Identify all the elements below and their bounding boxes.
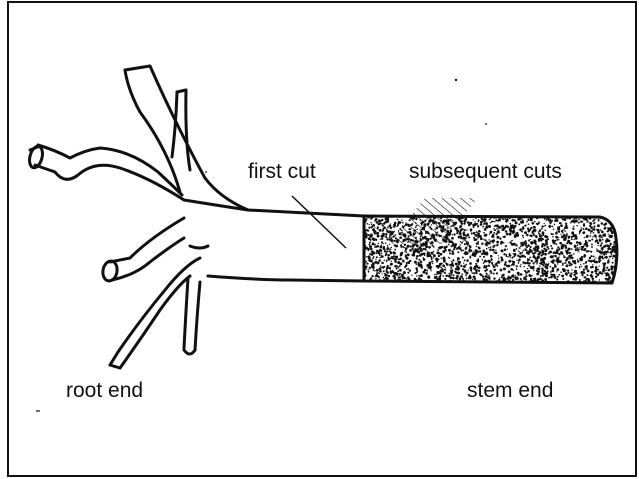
stray-dot bbox=[205, 171, 207, 173]
subsequent-cuts-label: subsequent cuts bbox=[409, 161, 562, 182]
stem-end-label: stem end bbox=[467, 380, 553, 401]
stray-dot bbox=[455, 79, 457, 81]
stem-stipple bbox=[363, 213, 621, 287]
first-cut-label: first cut bbox=[248, 161, 316, 182]
root-end-label: root end bbox=[66, 380, 143, 401]
stray-dot bbox=[485, 123, 487, 125]
first-cut-leader bbox=[292, 196, 346, 248]
